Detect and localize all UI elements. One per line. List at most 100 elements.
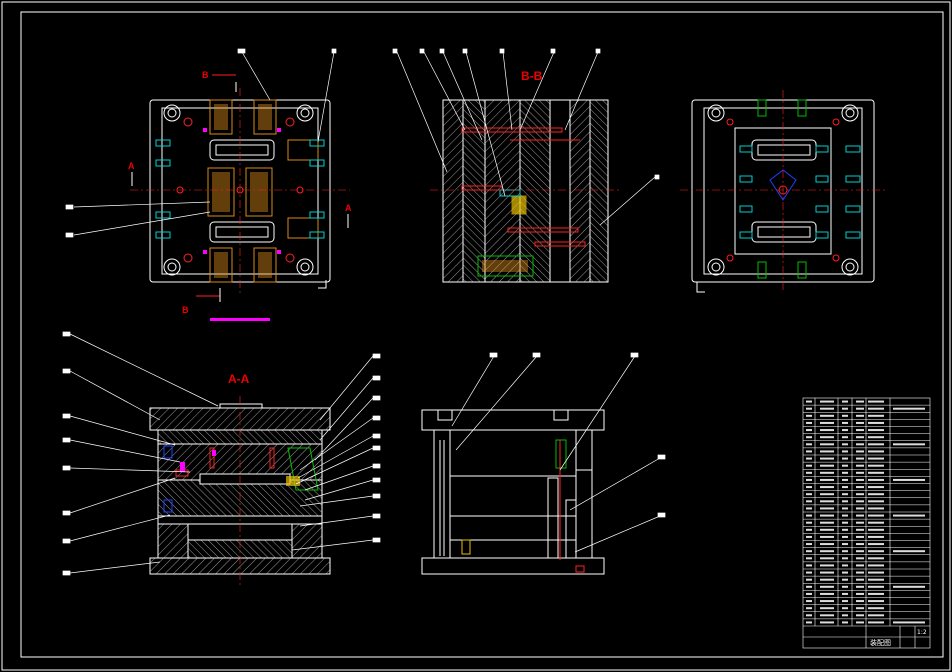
section-bb-view [430,99,620,283]
section-bb-title: B-B [521,69,543,83]
bom-cell-mark [842,535,848,538]
bom-cell-mark [806,436,812,439]
bom-cell-mark [820,614,834,617]
bom-cell-mark [868,571,884,574]
bom-cell-mark [868,600,884,603]
bom-cell-mark [842,614,848,617]
bom-cell-mark [820,414,834,417]
bom-cell-mark [820,550,834,553]
bom-cell-mark [806,421,812,424]
bom-cell-mark [842,557,848,560]
bom-cell-mark [868,607,884,610]
bom-cell-mark [856,564,864,567]
bom-cell-mark [842,571,848,574]
bom-cell-mark [806,429,812,432]
bom-cell-mark [820,578,834,581]
bom-cell-mark [820,407,834,410]
bom-cell-mark [842,585,848,588]
bom-cell-mark [820,535,834,538]
bom-cell-mark [806,557,812,560]
bom-cell-mark [868,429,884,432]
bom-cell-mark [868,436,884,439]
bom-cell-mark [820,621,834,624]
bom-cell-mark [856,543,864,546]
bom-cell-mark [868,443,884,446]
bom-cell-mark [856,514,864,517]
bom-cell-mark [806,585,812,588]
leaders-section-bb [392,48,660,226]
bom-cell-mark [820,500,834,503]
bom-cell-mark [868,507,884,510]
bom-cell-mark [868,550,884,553]
bom-cell-mark [806,614,812,617]
bom-cell-mark [842,414,848,417]
bom-cell-mark [820,436,834,439]
bom-cell-mark [806,571,812,574]
leaders-plan-view [65,48,337,238]
cut-label-a-right: A [345,203,352,213]
bom-cell-mark [856,557,864,560]
bom-cell-mark [820,457,834,460]
bom-cell-mark [842,514,848,517]
bom-cell-mark [856,528,864,531]
bom-cell-mark [856,471,864,474]
bom-cell-mark [820,400,834,403]
bom-cell-mark [842,564,848,567]
bom-cell-mark [856,443,864,446]
section-aa-title: A-A [228,372,250,386]
bom-cell-mark [820,514,834,517]
bom-cell-mark [868,585,884,588]
bom-cell-mark [856,486,864,489]
title-block-title: 装配图 [870,638,891,647]
bom-cell-mark [856,407,864,410]
bill-of-materials [802,397,931,649]
bom-cell-mark [856,436,864,439]
bom-cell-mark [856,535,864,538]
bom-cell-mark [856,585,864,588]
bom-cell-mark [806,514,812,517]
cut-label-b-bottom: B [182,305,189,315]
bom-cell-mark [806,592,812,595]
bom-cell-mark [842,421,848,424]
bom-cell-mark [806,414,812,417]
bom-cell-mark [842,621,848,624]
bom-cell-mark [842,443,848,446]
bom-cell-mark [842,400,848,403]
bom-cell-mark [856,429,864,432]
bom-cell-mark [868,592,884,595]
bom-cell-mark [856,478,864,481]
magenta-note [210,318,270,321]
bom-cell-mark [806,528,812,531]
bom-cell-mark [856,414,864,417]
bom-cell-mark [806,521,812,524]
bom-cell-mark [856,450,864,453]
bom-cell-mark [856,621,864,624]
cut-label-a-left: A [128,161,135,171]
bom-cell-mark [856,607,864,610]
bom-cell-mark [842,478,848,481]
bom-cell-mark [868,521,884,524]
bom-remark-mark [893,621,925,624]
bom-cell-mark [856,614,864,617]
bom-cell-mark [868,528,884,531]
bom-cell-mark [868,464,884,467]
bom-cell-mark [868,414,884,417]
bom-cell-mark [820,471,834,474]
bom-cell-mark [806,543,812,546]
bom-cell-mark [842,507,848,510]
bom-cell-mark [842,471,848,474]
bom-cell-mark [868,407,884,410]
bom-cell-mark [842,464,848,467]
bom-cell-mark [868,400,884,403]
bom-cell-mark [842,528,848,531]
bom-cell-mark [820,585,834,588]
bom-cell-mark [820,543,834,546]
bom-cell-mark [868,493,884,496]
bom-cell-mark [868,478,884,481]
bom-cell-mark [806,578,812,581]
bom-cell-mark [820,564,834,567]
bom-cell-mark [868,557,884,560]
bom-cell-mark [842,407,848,410]
bom-cell-mark [868,486,884,489]
bom-cell-mark [820,493,834,496]
